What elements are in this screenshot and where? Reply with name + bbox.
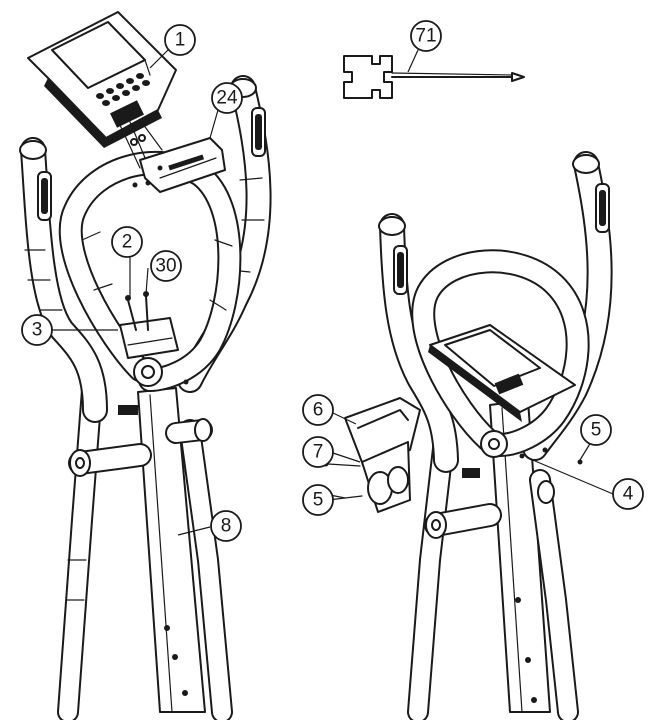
callout-3: 3 [21,314,53,346]
callout-5-left: 5 [302,484,334,516]
callout-24-label: 24 [216,88,238,109]
callout-6-label: 6 [313,400,324,421]
callout-71-label: 71 [415,26,436,47]
console-keypad [96,73,150,106]
console [27,11,177,169]
lower-frame [57,379,233,720]
callout-24: 24 [211,82,243,114]
right-assembly [378,151,613,720]
leader-lines [52,49,614,536]
callout-7-label: 7 [313,442,324,463]
callout-4: 4 [612,478,644,510]
callout-6: 6 [302,394,334,426]
cover-detail [323,397,421,513]
callout-1: 1 [164,24,196,56]
callout-1-label: 1 [175,30,186,51]
callout-8-label: 8 [221,516,232,537]
callout-2: 2 [111,226,143,258]
left-assembly [19,11,272,720]
callout-5-left-label: 5 [313,490,324,511]
left-moving-handle [19,137,108,423]
callout-3-label: 3 [32,320,43,341]
mast-tube [137,387,206,713]
callout-8: 8 [210,510,242,542]
callout-2-label: 2 [122,232,133,253]
callout-7: 7 [302,436,334,468]
callout-30-label: 30 [155,256,176,277]
mount-plate [119,291,189,385]
callout-4-label: 4 [623,484,634,505]
callout-30: 30 [150,250,182,282]
callout-5-right: 5 [580,414,612,446]
wrench-tool [343,55,525,99]
callout-71: 71 [410,20,442,52]
callout-5-right-label: 5 [591,420,602,441]
